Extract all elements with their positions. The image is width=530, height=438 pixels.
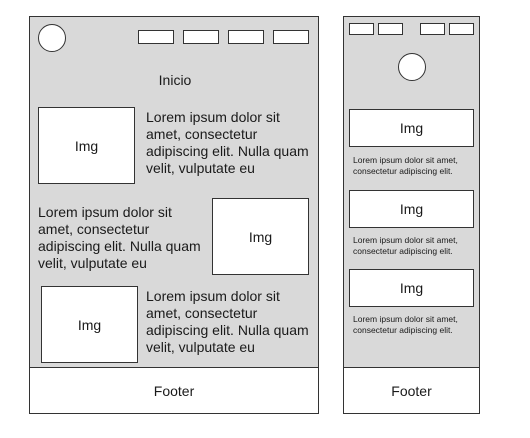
desktop-image-placeholder-2: Img [212, 198, 309, 275]
desktop-lorem-text-3: Lorem ipsum dolor sit amet, consectetur … [146, 288, 309, 355]
image-label: Img [399, 120, 424, 136]
desktop-lorem-text-1: Lorem ipsum dolor sit amet, consectetur … [146, 109, 309, 176]
desktop-lorem-text-2: Lorem ipsum dolor sit amet, consectetur … [38, 204, 201, 271]
footer-label: Footer [153, 382, 195, 399]
desktop-nav-box-3 [228, 30, 264, 44]
mobile-nav-box-3 [420, 23, 445, 35]
image-label: Img [248, 228, 273, 245]
desktop-nav-box-1 [138, 30, 174, 44]
image-label: Img [399, 201, 424, 217]
mobile-logo-circle [398, 53, 426, 81]
mobile-nav-box-1 [349, 23, 374, 35]
mobile-image-placeholder-2: Img [349, 190, 474, 228]
desktop-footer: Footer [29, 367, 319, 414]
mobile-nav-box-4 [449, 23, 474, 35]
image-label: Img [74, 137, 99, 154]
mobile-nav-box-2 [378, 23, 403, 35]
desktop-page-title: Inicio [158, 72, 192, 88]
footer-label: Footer [391, 382, 432, 399]
desktop-image-placeholder-1: Img [38, 107, 135, 184]
desktop-logo-circle [38, 24, 66, 52]
mobile-lorem-text-1: Lorem ipsum dolor sit amet, consectetur … [353, 155, 458, 176]
image-label: Img [399, 280, 424, 296]
mobile-lorem-text-3: Lorem ipsum dolor sit amet, consectetur … [353, 314, 458, 335]
mobile-footer: Footer [343, 367, 480, 414]
mobile-image-placeholder-3: Img [349, 269, 474, 307]
desktop-nav-box-4 [273, 30, 309, 44]
mobile-lorem-text-2: Lorem ipsum dolor sit amet, consectetur … [353, 235, 458, 256]
image-label: Img [77, 316, 102, 333]
desktop-image-placeholder-3: Img [41, 286, 138, 363]
mobile-image-placeholder-1: Img [349, 109, 474, 147]
desktop-nav-box-2 [183, 30, 219, 44]
